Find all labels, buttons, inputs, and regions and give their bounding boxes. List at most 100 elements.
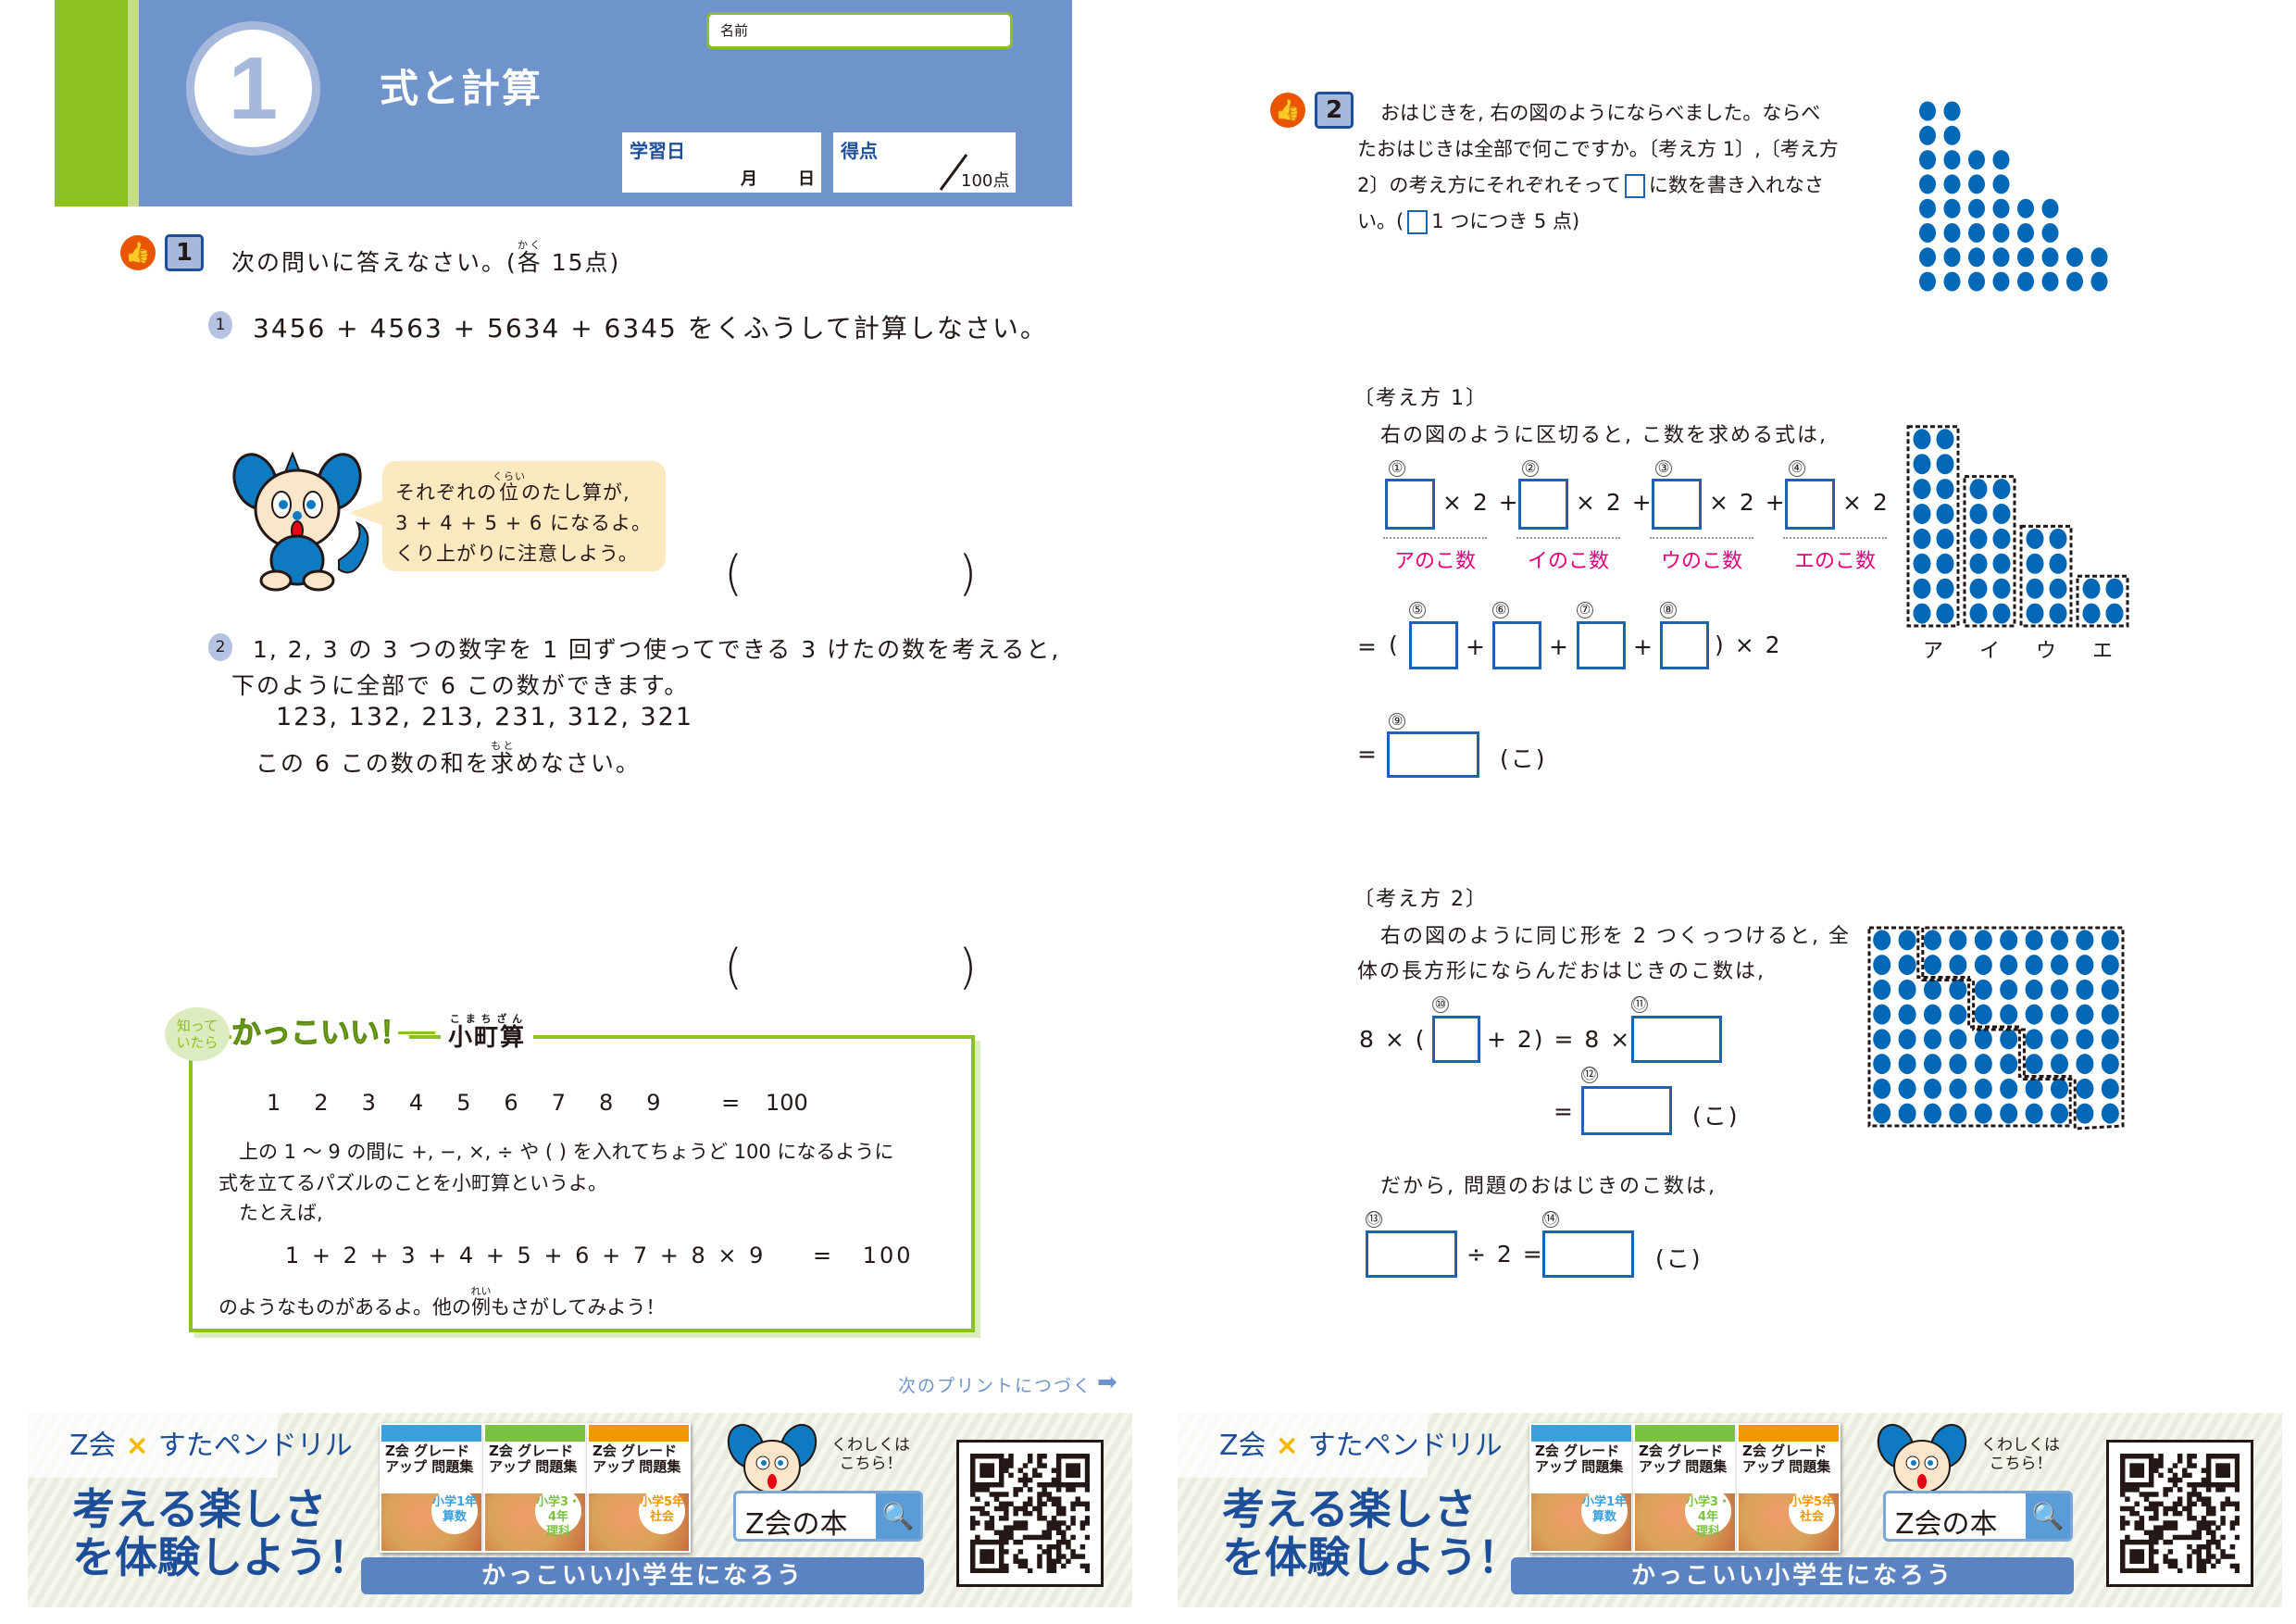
marble-dot xyxy=(1992,198,2010,219)
marble-dot xyxy=(2025,1103,2043,1124)
qr-module xyxy=(1042,1463,1047,1468)
study-date-field[interactable]: 学習日 月 日 xyxy=(622,132,821,193)
answer-box-6[interactable] xyxy=(1492,621,1541,669)
qr-module xyxy=(2172,1525,2178,1530)
qr-module xyxy=(1061,1530,1067,1536)
qr-module xyxy=(2229,1544,2236,1550)
qr-module xyxy=(2134,1481,2140,1488)
qr-module xyxy=(1084,1501,1091,1507)
book-header xyxy=(1635,1425,1735,1442)
qr-module xyxy=(2129,1472,2135,1479)
qr-module xyxy=(1075,1496,1080,1502)
qr-module xyxy=(2129,1487,2135,1493)
qr-module xyxy=(2167,1468,2174,1473)
answer-box-13[interactable] xyxy=(1366,1230,1457,1278)
answer-box-3[interactable] xyxy=(1652,479,1702,530)
box-number: ② xyxy=(1522,460,1539,477)
qr-module xyxy=(998,1468,1004,1473)
qr-module xyxy=(2125,1505,2130,1512)
qr-module xyxy=(2225,1454,2230,1459)
marble-dot xyxy=(2049,553,2067,574)
answer-box-14[interactable] xyxy=(1542,1230,1634,1278)
qr-module xyxy=(2201,1525,2207,1530)
qr-module xyxy=(998,1544,1004,1550)
qr-module xyxy=(1084,1468,1091,1473)
answer-paren-close: ) xyxy=(958,546,980,602)
magnifier-icon[interactable]: 🔍 xyxy=(876,1493,920,1539)
book-cover[interactable]: Z会 グレードアップ 問題集 小学5年社会 xyxy=(1737,1423,1841,1553)
qr-code[interactable] xyxy=(2106,1440,2253,1587)
search-box[interactable]: Z会の本🔍 xyxy=(733,1491,923,1542)
marble-dot xyxy=(2051,1078,2068,1099)
qr-module xyxy=(1055,1558,1062,1564)
qr-module xyxy=(1051,1568,1057,1574)
qr-module xyxy=(984,1481,990,1488)
answer-box-2[interactable] xyxy=(1518,479,1568,530)
qr-code[interactable] xyxy=(956,1440,1104,1587)
marble-dot xyxy=(2000,979,2018,1000)
next-print-link[interactable]: 次のプリントにつづく xyxy=(898,1376,1093,1396)
qr-module xyxy=(2148,1544,2154,1550)
book-cover[interactable]: Z会 グレードアップ 問題集 小学1年算数 xyxy=(1529,1423,1633,1553)
marble-dot xyxy=(1873,955,1891,976)
qr-module xyxy=(970,1568,976,1574)
qr-module xyxy=(2234,1481,2240,1488)
answer-box-8[interactable] xyxy=(1660,621,1709,669)
book-cover[interactable]: Z会 グレードアップ 問題集 小学5年社会 xyxy=(587,1423,691,1553)
qr-module xyxy=(2172,1510,2178,1517)
qr-module xyxy=(1037,1454,1042,1459)
qr-module xyxy=(1055,1505,1062,1512)
search-box[interactable]: Z会の本🔍 xyxy=(1883,1491,2073,1542)
qr-module xyxy=(989,1525,995,1530)
qr-module xyxy=(1004,1549,1009,1555)
answer-box-7[interactable] xyxy=(1577,621,1626,669)
marble-rectangle-figure xyxy=(1867,926,2125,1131)
qr-module xyxy=(2163,1505,2168,1512)
qr-module xyxy=(2205,1544,2212,1550)
answer-box-11[interactable] xyxy=(1631,1016,1722,1063)
box-number: ⑬ xyxy=(1366,1211,1382,1228)
answer-box-10[interactable] xyxy=(1432,1016,1480,1063)
qr-module xyxy=(1022,1501,1029,1507)
marble-dot xyxy=(1969,603,1988,624)
book-cover[interactable]: Z会 グレードアップ 問題集 小学3・4年理科 xyxy=(1633,1423,1737,1553)
answer-box-12[interactable] xyxy=(1581,1086,1672,1135)
qr-module xyxy=(2153,1510,2159,1517)
box-number: ⑪ xyxy=(1631,996,1648,1013)
name-field[interactable]: 名前 xyxy=(706,12,1013,49)
qr-module xyxy=(2205,1525,2212,1530)
magnifier-icon[interactable]: 🔍 xyxy=(2026,1493,2070,1539)
ad-banner-left[interactable]: Z会×すたペンドリル 考える楽しさを体験しよう！ Z会 グレードアップ 問題集 … xyxy=(28,1413,1132,1607)
score-field[interactable]: 得点 100点 xyxy=(833,132,1016,193)
qr-module xyxy=(2139,1525,2145,1530)
answer-box-1[interactable] xyxy=(1385,479,1435,530)
qr-module xyxy=(980,1549,985,1555)
qr-module xyxy=(2191,1549,2197,1555)
qr-module xyxy=(2158,1458,2164,1464)
answer-box-4[interactable] xyxy=(1785,479,1835,530)
qr-module xyxy=(2177,1501,2183,1507)
marble-dot xyxy=(2025,1029,2043,1050)
answer-box-5[interactable] xyxy=(1409,621,1458,669)
box-number: ⑭ xyxy=(1542,1211,1559,1228)
book-cover[interactable]: Z会 グレードアップ 問題集 小学1年算数 xyxy=(380,1423,483,1553)
answer-box-9[interactable] xyxy=(1387,731,1479,778)
qr-module xyxy=(1037,1516,1042,1521)
qr-module xyxy=(2139,1481,2145,1488)
qr-module xyxy=(2134,1549,2140,1555)
ad-banner-right[interactable]: Z会×すたペンドリル 考える楽しさを体験しよう！ Z会 グレードアップ 問題集 … xyxy=(1178,1413,2282,1607)
qr-module xyxy=(993,1481,1000,1488)
qr-module xyxy=(970,1520,976,1526)
marble-dot xyxy=(1949,979,1967,1000)
qr-module xyxy=(2211,1563,2216,1569)
marble-dot xyxy=(1968,223,1985,243)
book-header xyxy=(485,1425,585,1442)
book-cover[interactable]: Z会 グレードアップ 問題集 小学3・4年理科 xyxy=(483,1423,587,1553)
qr-module xyxy=(2158,1534,2164,1541)
marble-dot xyxy=(2049,603,2067,624)
qr-module xyxy=(2153,1530,2159,1536)
qr-module xyxy=(2177,1568,2183,1574)
marble-dot xyxy=(1992,174,2010,194)
qr-module xyxy=(2220,1463,2226,1468)
